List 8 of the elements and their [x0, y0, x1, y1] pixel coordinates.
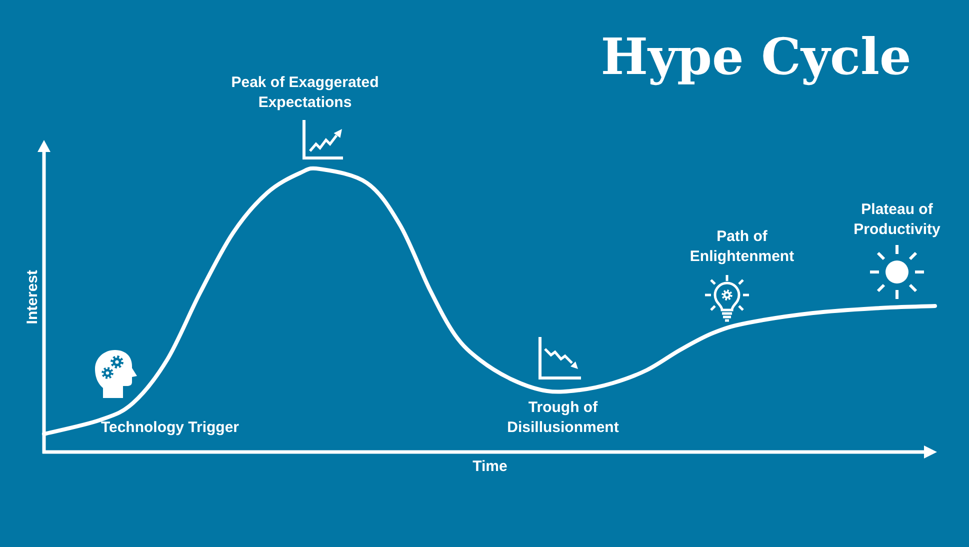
phase-label: Peak of Exaggerated Expectations [230, 73, 380, 113]
phase-label: Path of Enlightenment [689, 227, 795, 267]
phase-label: Trough of Disillusionment [506, 398, 620, 438]
phase-label: Technology Trigger [100, 418, 240, 438]
title: Hype Cycle [600, 28, 912, 86]
phase-label: Plateau of Productivity [853, 200, 941, 240]
axis-label: Time [472, 457, 508, 477]
axis-label: Interest [23, 270, 42, 324]
